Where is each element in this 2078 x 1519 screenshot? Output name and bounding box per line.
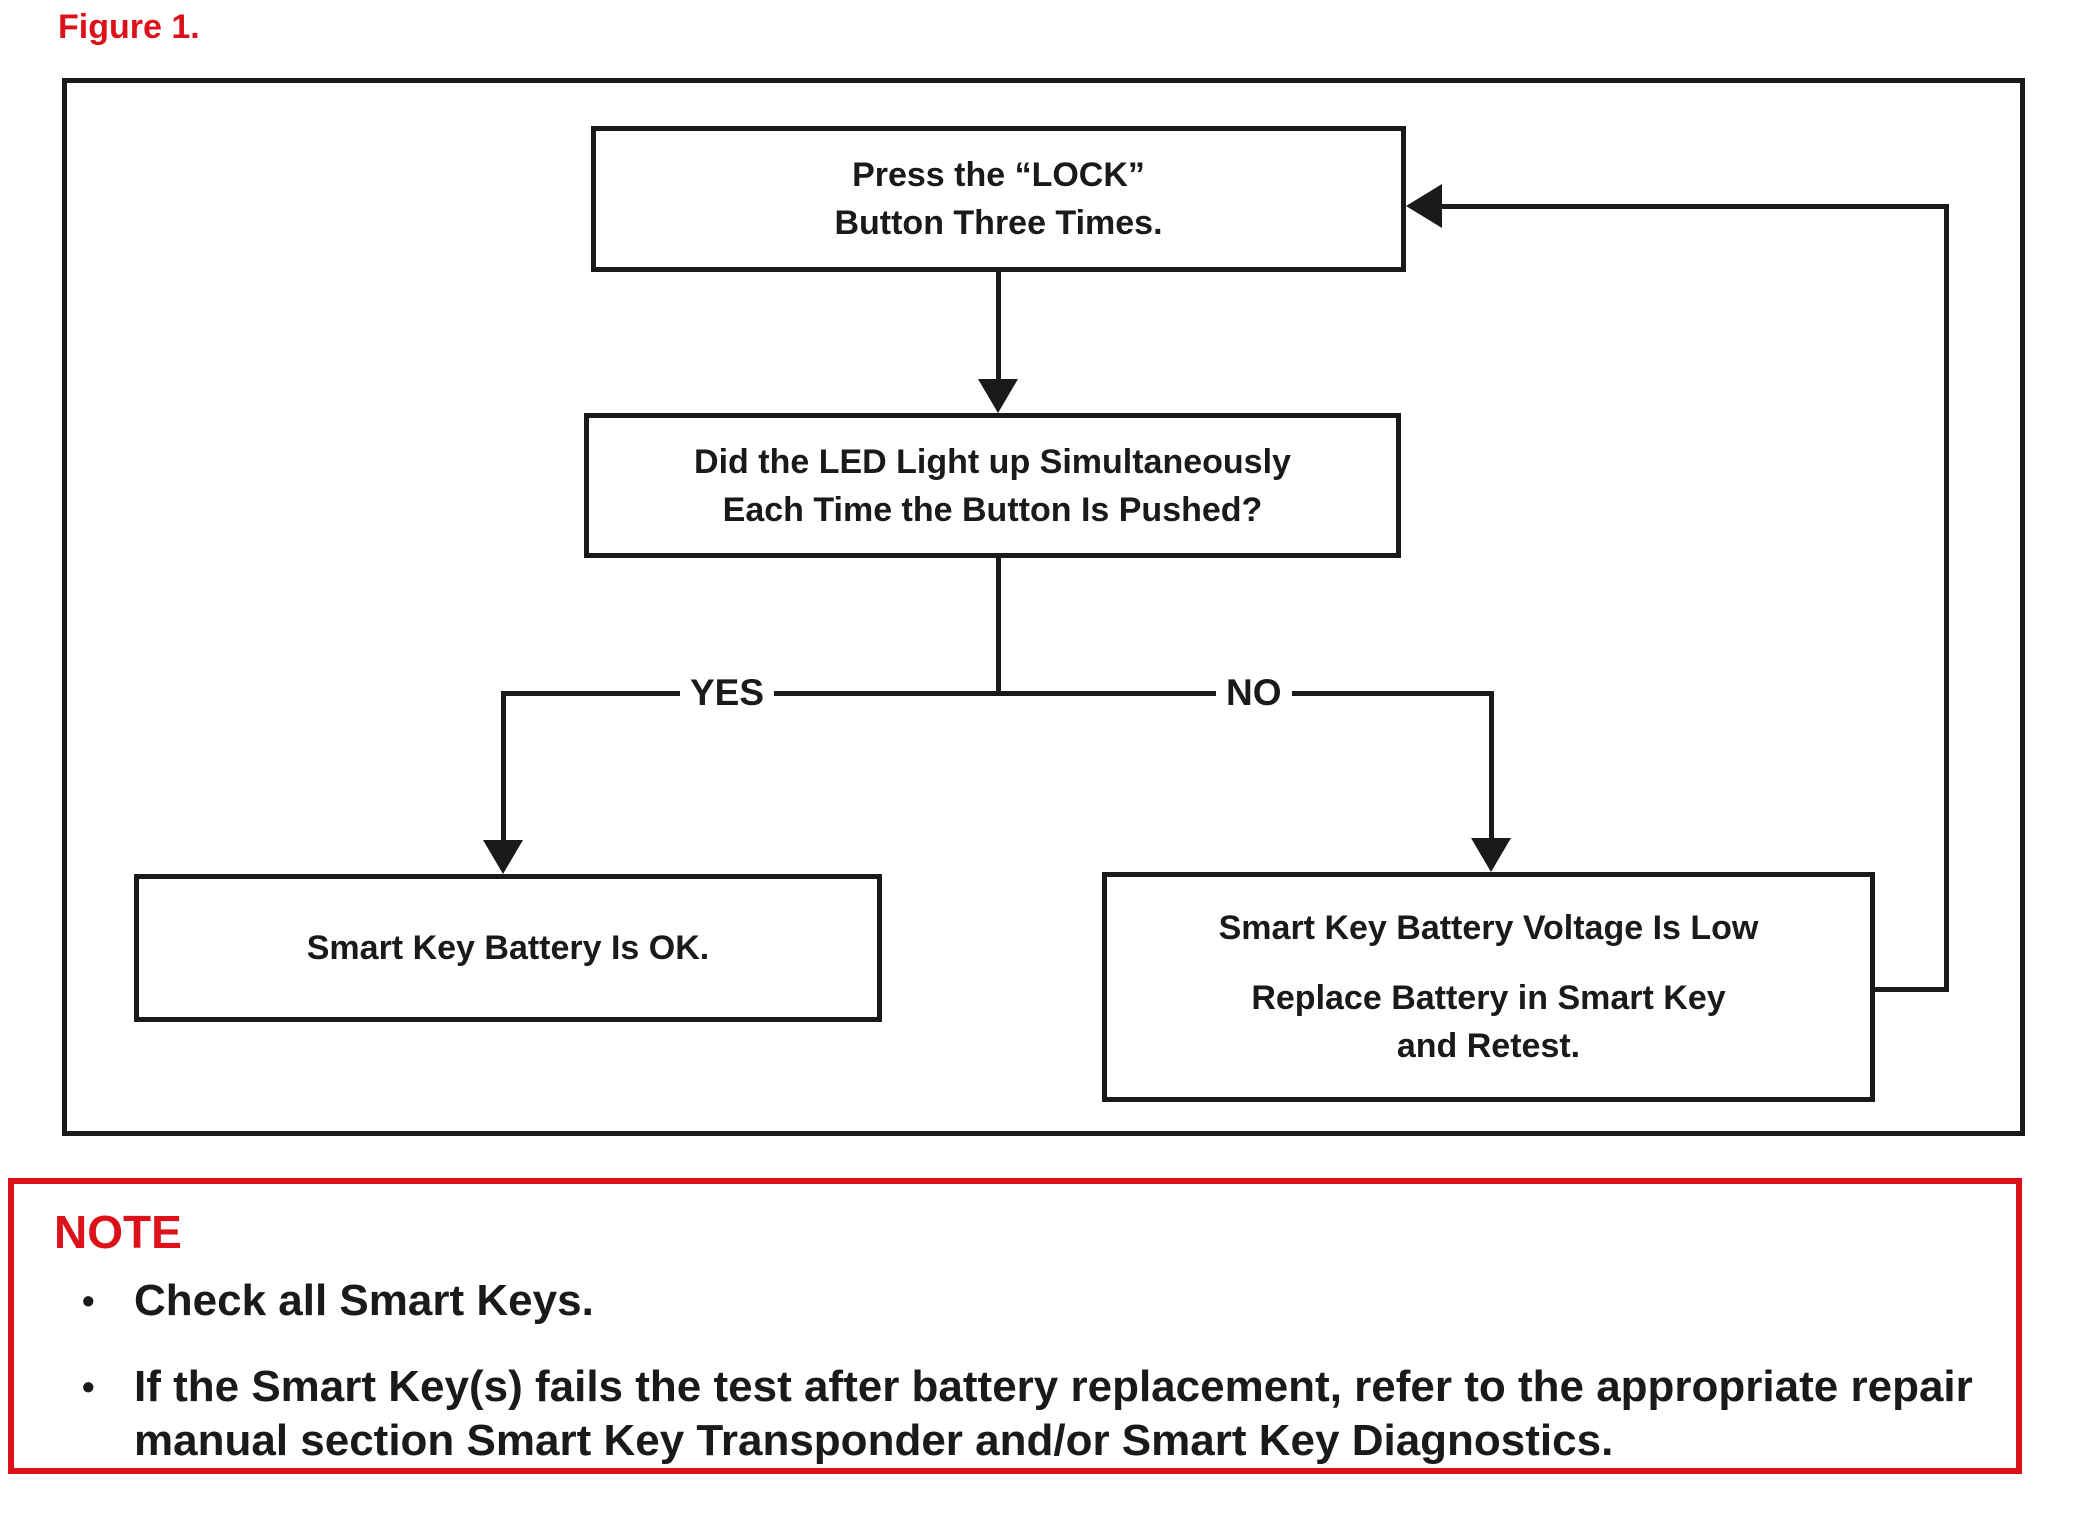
- arrowhead-into-question: [978, 379, 1018, 413]
- arrowhead-into-battery-low: [1471, 838, 1511, 872]
- note-box: NOTE • Check all Smart Keys. • If the Sm…: [8, 1178, 2022, 1474]
- flowchart-node-battery-ok: Smart Key Battery Is OK.: [134, 874, 882, 1022]
- branch-label-yes: YES: [680, 668, 775, 718]
- branch-label-no: NO: [1216, 668, 1292, 718]
- flowchart-node-led-question: Did the LED Light up Simultaneously Each…: [584, 413, 1401, 558]
- connector-loop-top: [1440, 204, 1949, 209]
- flowchart-node-press-lock: Press the “LOCK” Button Three Times.: [591, 126, 1406, 272]
- figure-label: Figure 1.: [58, 8, 200, 46]
- note-bullet-check-keys: • Check all Smart Keys.: [54, 1274, 1976, 1328]
- bullet-dot-icon: •: [82, 1366, 95, 1407]
- note-bullet-text: If the Smart Key(s) fails the test after…: [134, 1362, 1973, 1465]
- connector-branch-horizontal: [501, 691, 1494, 696]
- replace-battery-text: Replace Battery in Smart Key and Retest.: [1251, 979, 1726, 1065]
- connector-loop-from-battery-low: [1873, 987, 1949, 992]
- flowchart-node-battery-low: Smart Key Battery Voltage Is Low Replace…: [1102, 872, 1875, 1102]
- connector-step1-to-question: [996, 270, 1001, 382]
- connector-no-vertical: [1489, 693, 1494, 841]
- connector-question-stem: [996, 556, 1001, 696]
- connector-loop-vertical: [1944, 204, 1949, 992]
- battery-low-text: Smart Key Battery Voltage Is Low: [1218, 909, 1759, 947]
- arrowhead-into-battery-ok: [483, 840, 523, 874]
- connector-yes-vertical: [501, 693, 506, 843]
- arrowhead-into-press-lock: [1406, 184, 1442, 228]
- bullet-dot-icon: •: [82, 1280, 95, 1321]
- note-title: NOTE: [54, 1206, 182, 1258]
- note-bullet-fails-test: • If the Smart Key(s) fails the test aft…: [54, 1360, 1976, 1468]
- note-bullet-text: Check all Smart Keys.: [134, 1276, 594, 1325]
